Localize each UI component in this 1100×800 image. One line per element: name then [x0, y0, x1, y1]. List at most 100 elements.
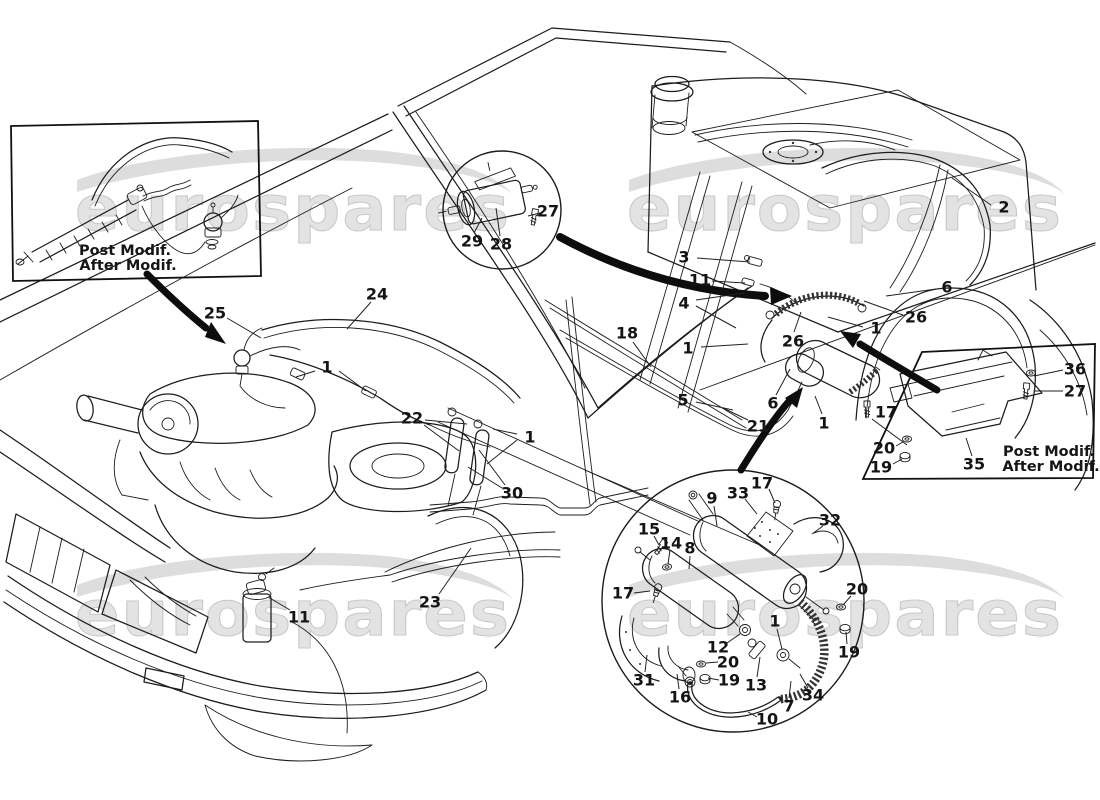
callout-leader-line [842, 595, 852, 606]
watermark-swoosh [77, 552, 513, 599]
callout-10: 10 [756, 710, 778, 729]
callout-30: 30 [501, 484, 523, 503]
callout-leader-line [676, 673, 680, 690]
callout-leader-line [695, 401, 734, 411]
callout-17: 17 [875, 403, 897, 422]
callout-23: 23 [419, 593, 441, 612]
callout-leader-line [644, 654, 648, 673]
inset-fuel-filter-detail [437, 150, 562, 270]
callout-leader-line [667, 549, 671, 565]
callout-leader-line [707, 677, 720, 681]
callout-leader-line [478, 449, 506, 486]
callout-25: 25 [204, 304, 226, 323]
after-modif-label: After Modif. [1002, 459, 1099, 475]
callout-19: 19 [838, 643, 860, 662]
callout-8: 8 [684, 539, 695, 558]
detail-arrow-head [840, 331, 861, 348]
callout-leader-line [775, 368, 791, 396]
inset-heat-shield-post-modif: Post Modif. After Modif. [861, 343, 1100, 480]
callout-3: 3 [678, 248, 689, 267]
inset-circle-border [601, 469, 865, 733]
callout-29: 29 [461, 232, 483, 251]
callout-2: 2 [998, 198, 1009, 217]
callout-leader-line [495, 207, 501, 237]
callout-leader-line [700, 343, 749, 348]
callout-leader-line [695, 292, 745, 301]
callout-leader-line [467, 466, 503, 489]
callout-31: 31 [633, 671, 655, 690]
watermark: eurospares [75, 147, 513, 246]
after-modif-label: After Modif. [79, 258, 176, 274]
callout-24: 24 [366, 285, 388, 304]
watermark-text: eurospares [627, 577, 1063, 650]
callout-leader-line [895, 441, 904, 447]
callout-leader-line [486, 439, 518, 465]
callout-5: 5 [677, 391, 688, 410]
watermark: eurospares [627, 552, 1065, 651]
callout-leader-line [951, 177, 992, 206]
callout-leader-line [226, 317, 262, 339]
callout-27: 27 [1064, 382, 1086, 401]
callout-11: 11 [689, 271, 711, 290]
callout-18: 18 [616, 324, 638, 343]
callout-leader-line [788, 680, 792, 699]
callout-leader-line [473, 217, 483, 234]
callout-27: 27 [537, 202, 559, 221]
inset-circle-border [442, 150, 562, 270]
detail-arrow [737, 396, 794, 474]
callout-leader-line [793, 311, 802, 333]
callout-leader-line [346, 301, 372, 330]
callout-leader-line [747, 711, 758, 718]
callout-leader-line [756, 656, 761, 678]
callout-34: 34 [802, 686, 824, 705]
callout-26: 26 [782, 332, 804, 351]
callout-1: 1 [682, 339, 693, 358]
callout-1: 1 [870, 319, 881, 338]
callout-leader-line [688, 555, 691, 570]
callout-leader-line [711, 280, 746, 284]
callout-leader-line [871, 418, 908, 446]
watermark-text: eurospares [75, 577, 511, 650]
callout-leader-line [267, 596, 291, 611]
callout-9: 9 [706, 489, 717, 508]
callout-leader-line [827, 316, 864, 328]
callout-leader-line [892, 458, 903, 465]
callout-19: 19 [870, 458, 892, 477]
callout-leader-line [695, 305, 737, 329]
callout-21: 21 [747, 417, 769, 436]
callout-leader-line [438, 547, 472, 595]
callout-leader-line [492, 428, 518, 435]
watermark-swoosh [629, 147, 1065, 194]
callout-leader-line [722, 407, 749, 421]
callout-13: 13 [745, 676, 767, 695]
inset-fuel-pump-detail [601, 469, 865, 733]
callout-1: 1 [321, 358, 332, 377]
inset-box-border [861, 343, 1096, 480]
callout-15: 15 [638, 520, 660, 539]
callout-leader-line [653, 535, 660, 546]
car-line-art [0, 27, 1096, 762]
callout-22: 22 [401, 409, 423, 428]
callout-leader-line [1033, 369, 1064, 377]
callout-20: 20 [846, 580, 868, 599]
callout-17: 17 [751, 474, 773, 493]
watermark: eurospares [627, 147, 1065, 246]
callout-19: 19 [718, 671, 740, 690]
inset-hose-post-modif: Post Modif. After Modif. [10, 120, 262, 282]
watermark-text: eurospares [75, 172, 511, 245]
callout-28: 28 [490, 235, 512, 254]
callout-leader-line [811, 525, 824, 535]
post-modif-label: Post Modif. [1003, 444, 1095, 460]
callout-leader-line [713, 505, 718, 527]
detail-arrow [143, 270, 210, 332]
callout-leader-line [632, 341, 652, 368]
detail-arrow [856, 340, 941, 394]
callout-11: 11 [288, 608, 310, 627]
callout-leader-line [799, 673, 809, 689]
callout-32: 32 [819, 511, 841, 530]
callout-17: 17 [612, 584, 634, 603]
